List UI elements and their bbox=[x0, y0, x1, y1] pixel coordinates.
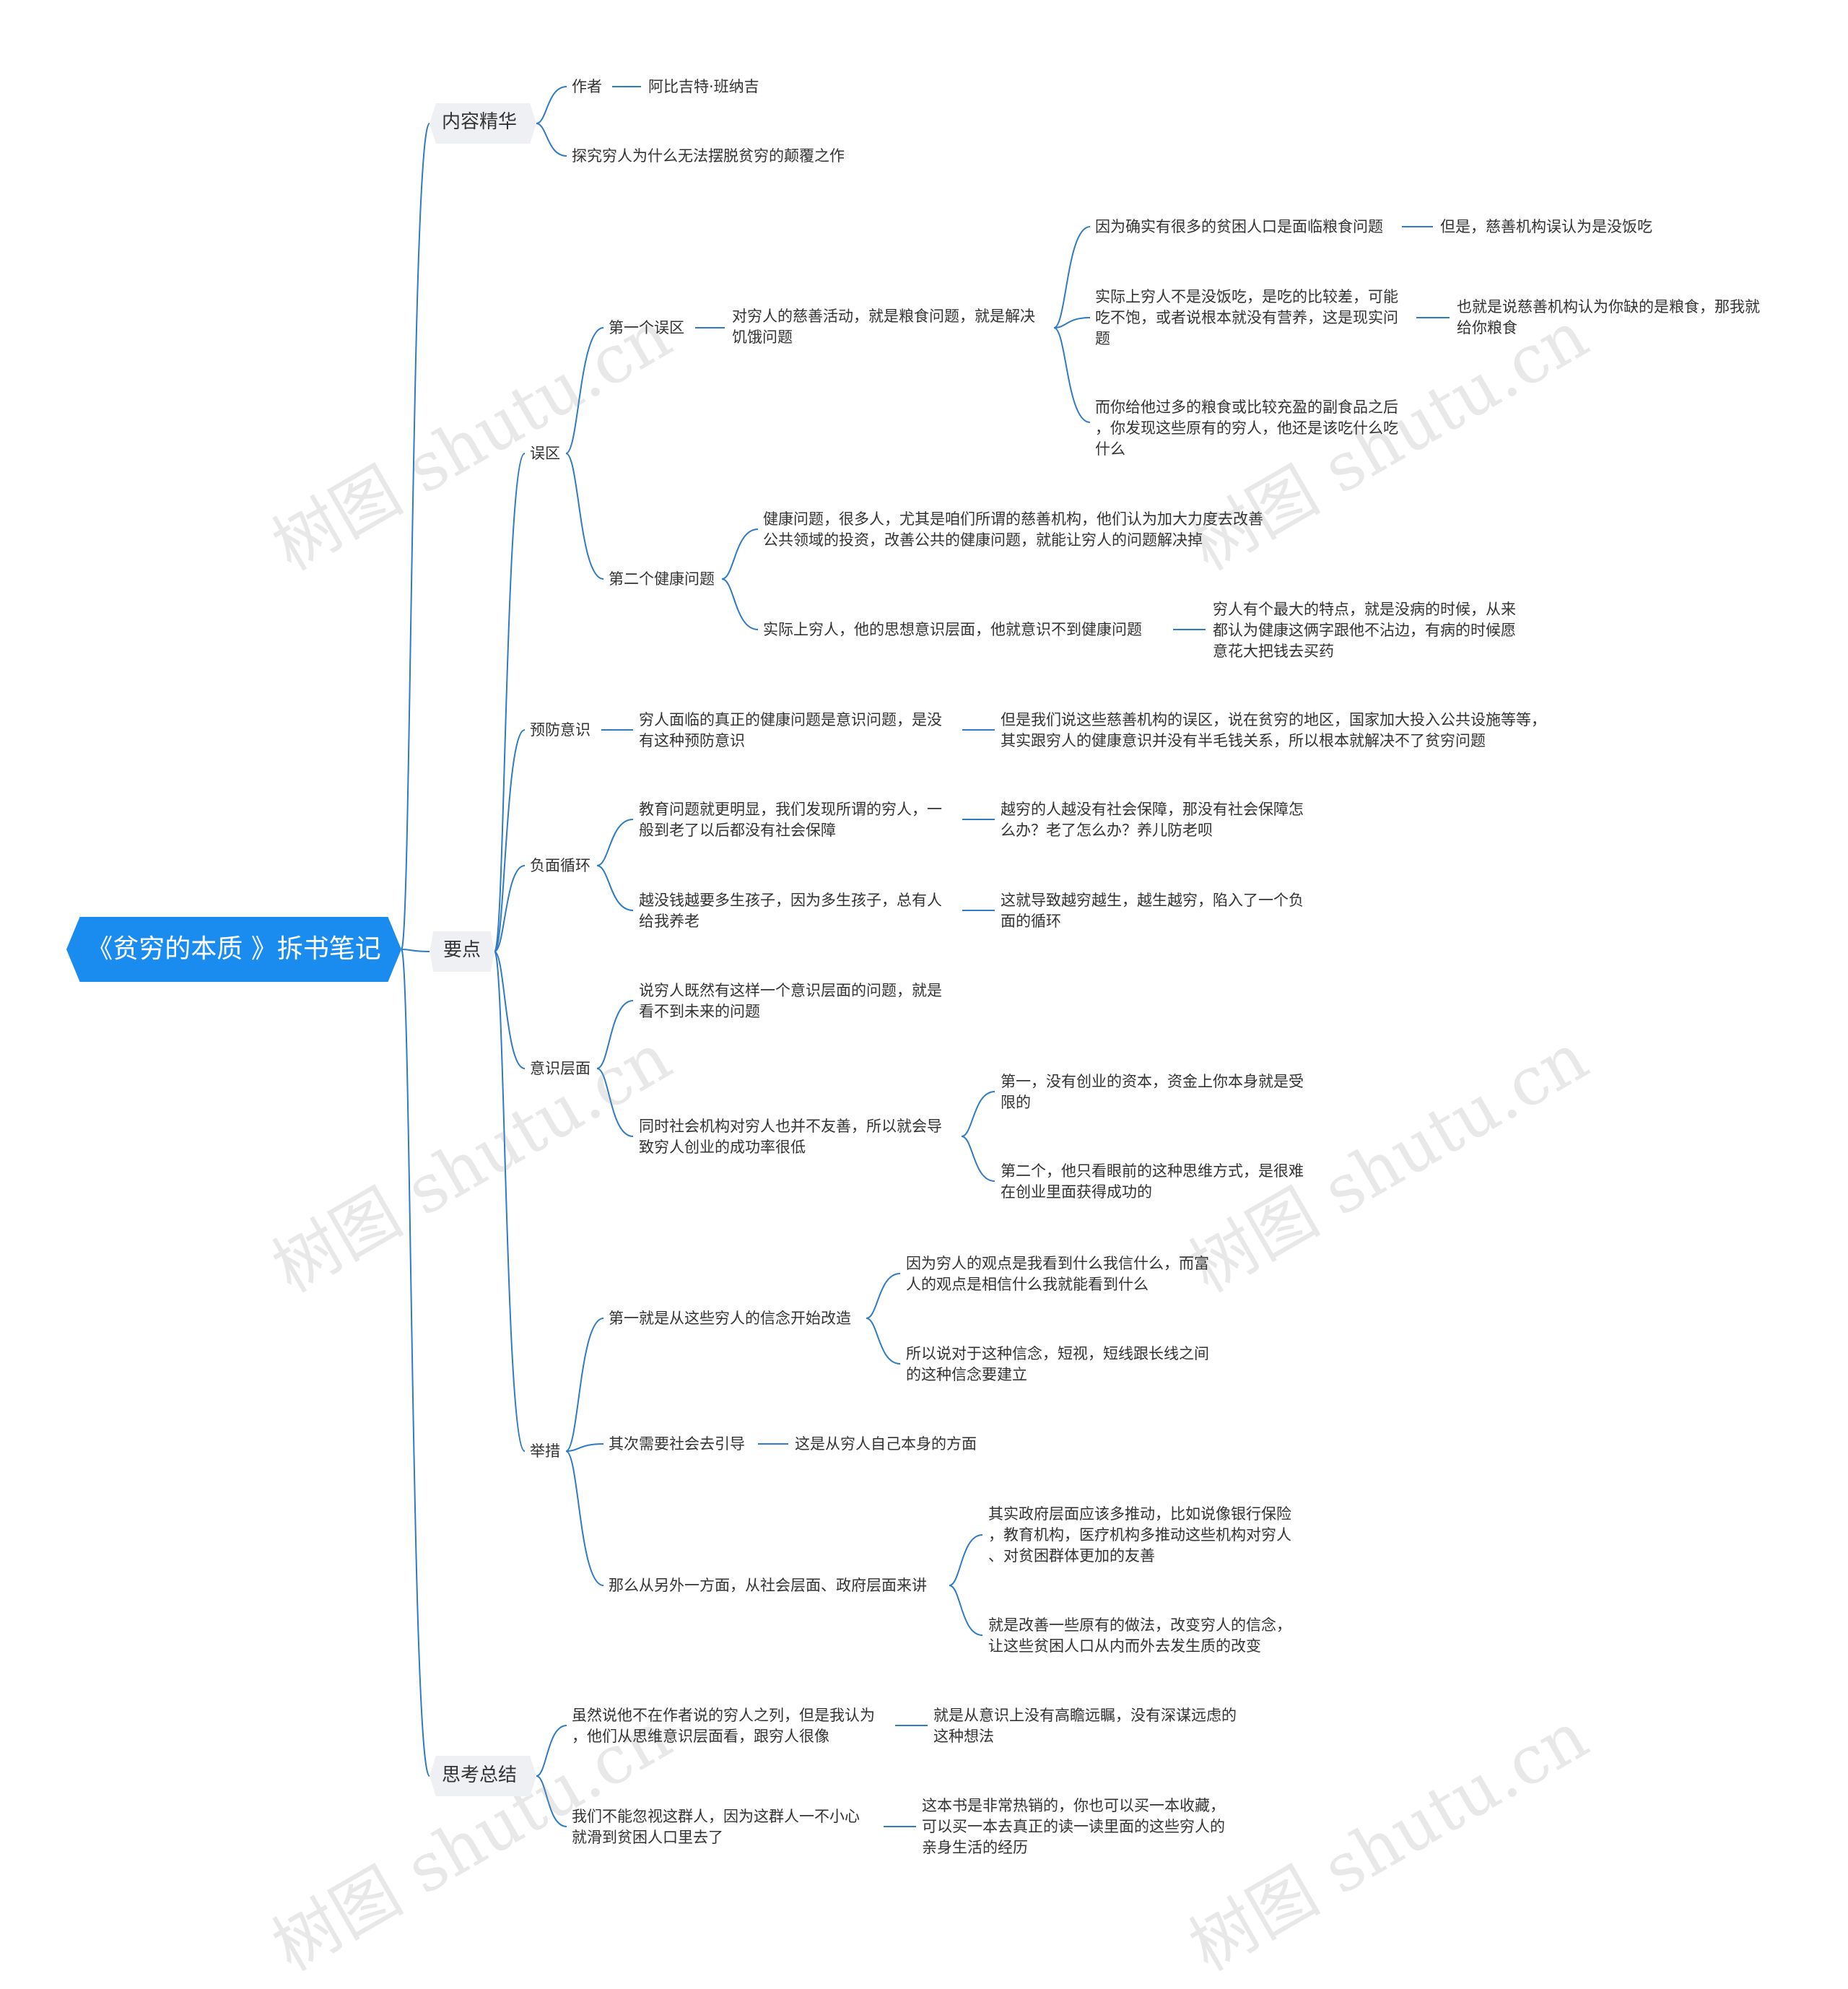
node-first-b[interactable]: 实际上穷人不是没饭吃，是吃的比较差，可能吃不饱，或者说根本就没有营养，这是现实问… bbox=[1095, 288, 1398, 347]
node-content[interactable] bbox=[430, 103, 536, 144]
node-first-c[interactable]: 而你给他过多的粮食或比较充盈的副食品之后，你发现这些原有的穷人，他还是该吃什么吃… bbox=[1095, 399, 1398, 458]
node-first-myth[interactable]: 第一个误区 bbox=[609, 319, 684, 336]
node-summary[interactable] bbox=[430, 1756, 536, 1796]
node-summary-label: 思考总结 bbox=[442, 1764, 518, 1786]
node-summary-b[interactable]: 我们不能忽视这群人，因为这群人一不小心就滑到贫困人口里去了 bbox=[572, 1808, 860, 1846]
node-fumian-a[interactable]: 教育问题就更明显，我们发现所谓的穷人，一般到老了以后都没有社会保障 bbox=[639, 801, 942, 839]
node-jucuo-c1[interactable]: 其实政府层面应该多推动，比如说像银行保险，教育机构，医疗机构多推动这些机构对穷人… bbox=[988, 1505, 1291, 1564]
connector-line bbox=[536, 86, 567, 124]
connector-line bbox=[401, 123, 430, 950]
node-jucuo-a2[interactable]: 所以说对于这种信念，短视，短线跟长线之间的这种信念要建立 bbox=[906, 1345, 1209, 1383]
connector-line bbox=[401, 949, 430, 952]
node-jucuo-b[interactable]: 其次需要社会去引导 bbox=[609, 1435, 745, 1453]
node-second-b2[interactable]: 穷人有个最大的特点，就是没病的时候，从来都认为健康这俩字跟他不沾边，有病的时候愿… bbox=[1213, 601, 1516, 660]
root-node[interactable] bbox=[66, 917, 401, 982]
node-yishi[interactable]: 意识层面 bbox=[530, 1060, 590, 1077]
connector-lines bbox=[401, 86, 1450, 1827]
node-second-a[interactable]: 健康问题，很多人，尤其是咱们所谓的慈善机构，他们认为加大力度去改善公共领域的投资… bbox=[763, 510, 1263, 549]
connector-line bbox=[596, 1000, 634, 1069]
node-jucuo[interactable]: 举措 bbox=[530, 1442, 560, 1460]
connector-line bbox=[721, 528, 759, 580]
connector-line bbox=[866, 1318, 901, 1365]
connector-line bbox=[1053, 226, 1091, 328]
node-summary-b2[interactable]: 这本书是非常热销的，你也可以买一本收藏，可以买一本去真正的读一读里面的这些穷人的… bbox=[922, 1797, 1225, 1856]
connector-line bbox=[536, 123, 567, 157]
connector-line bbox=[1053, 327, 1091, 423]
node-yufang-a[interactable]: 穷人面临的真正的健康问题是意识问题，是没有这种预防意识 bbox=[639, 711, 942, 749]
connector-line bbox=[494, 951, 526, 1452]
node-jucuo-b2[interactable]: 这是从穷人自己本身的方面 bbox=[795, 1435, 977, 1453]
node-fumian-b2[interactable]: 这就导致越穷越生，越生越穷，陷入了一个负面的循环 bbox=[1001, 892, 1304, 930]
node-author[interactable]: 阿比吉特·班纳吉 bbox=[648, 78, 759, 95]
node-second-b[interactable]: 实际上穷人，他的思想意识层面，他就意识不到健康问题 bbox=[763, 621, 1142, 638]
connector-line bbox=[596, 819, 634, 866]
node-first-b2[interactable]: 也就是说慈善机构认为你缺的是粮食，那我就给你粮食 bbox=[1457, 298, 1760, 336]
node-jucuo-c[interactable]: 那么从另外一方面，从社会层面、政府层面来讲 bbox=[609, 1577, 927, 1594]
node-fumian[interactable]: 负面循环 bbox=[530, 857, 590, 874]
node-points-label: 要点 bbox=[443, 939, 481, 961]
node-yishi-b1[interactable]: 第一，没有创业的资本，资金上你本身就是受限的 bbox=[1001, 1073, 1304, 1111]
connector-line bbox=[961, 1091, 995, 1137]
node-second-health[interactable]: 第二个健康问题 bbox=[609, 570, 715, 588]
connector-line bbox=[596, 865, 634, 911]
node-yufang[interactable]: 预防意识 bbox=[530, 721, 590, 739]
node-yufang-a2[interactable]: 但是我们说这些慈善机构的误区，说在贫穷的地区，国家加大投入公共设施等等，其实跟穷… bbox=[1001, 711, 1546, 749]
connector-line bbox=[565, 1450, 604, 1586]
connector-line bbox=[565, 327, 604, 454]
connector-line bbox=[596, 1068, 634, 1137]
node-first-a[interactable]: 因为确实有很多的贫困人口是面临粮食问题 bbox=[1095, 218, 1383, 235]
connector-line bbox=[949, 1534, 983, 1586]
connector-line bbox=[536, 1725, 567, 1777]
node-wuqu[interactable]: 误区 bbox=[530, 445, 560, 462]
node-first-myth-text[interactable]: 对穷人的慈善活动，就是粮食问题，就是解决饥饿问题 bbox=[732, 308, 1035, 346]
node-jucuo-a1[interactable]: 因为穷人的观点是我看到什么我信什么，而富人的观点是相信什么我就能看到什么 bbox=[906, 1255, 1209, 1293]
node-jucuo-a[interactable]: 第一就是从这些穷人的信念开始改造 bbox=[609, 1310, 851, 1327]
node-yishi-b[interactable]: 同时社会机构对穷人也并不友善，所以就会导致穷人创业的成功率很低 bbox=[639, 1118, 942, 1156]
connector-line bbox=[494, 951, 526, 1069]
node-fumian-b[interactable]: 越没钱越要多生孩子，因为多生孩子，总有人给我养老 bbox=[639, 892, 942, 930]
connector-line bbox=[536, 1775, 567, 1827]
node-content-label: 内容精华 bbox=[442, 111, 518, 133]
node-summary-a[interactable]: 虽然说他不在作者说的穷人之列，但是我认为，他们从思维意识层面看，跟穷人很像 bbox=[572, 1707, 875, 1745]
root-title: 《贫穷的本质 》拆书笔记 bbox=[87, 934, 381, 964]
node-summary-a2[interactable]: 就是从意识上没有高瞻远瞩，没有深谋远虑的这种想法 bbox=[933, 1707, 1237, 1745]
connector-line bbox=[721, 578, 759, 630]
node-first-a2[interactable]: 但是，慈善机构误认为是没饭吃 bbox=[1440, 218, 1652, 235]
connector-line bbox=[494, 729, 526, 952]
connector-line bbox=[494, 453, 526, 952]
node-points[interactable] bbox=[430, 931, 494, 972]
node-yishi-b2[interactable]: 第二个，他只看眼前的这种思维方式，是很难在创业里面获得成功的 bbox=[1001, 1162, 1304, 1201]
node-jucuo-c2[interactable]: 就是改善一些原有的做法，改变穷人的信念，让这些贫困人口从内而外去发生质的改变 bbox=[988, 1616, 1291, 1655]
connector-line bbox=[961, 1136, 995, 1182]
connector-line bbox=[565, 1318, 604, 1452]
connector-line bbox=[565, 1443, 604, 1452]
connector-line bbox=[949, 1585, 983, 1636]
connector-line bbox=[1053, 317, 1091, 328]
node-author-key[interactable]: 作者 bbox=[572, 78, 602, 95]
node-fumian-a2[interactable]: 越穷的人越没有社会保障，那没有社会保障怎么办？老了怎么办？养儿防老呗 bbox=[1001, 801, 1304, 839]
node-yishi-a[interactable]: 说穷人既然有这样一个意识层面的问题，就是看不到未来的问题 bbox=[639, 982, 942, 1020]
connector-line bbox=[866, 1273, 901, 1319]
connector-line bbox=[494, 865, 526, 952]
node-book-desc[interactable]: 探究穷人为什么无法摆脱贫穷的颠覆之作 bbox=[572, 147, 845, 165]
connector-line bbox=[565, 453, 604, 580]
connector-line bbox=[401, 949, 430, 1777]
